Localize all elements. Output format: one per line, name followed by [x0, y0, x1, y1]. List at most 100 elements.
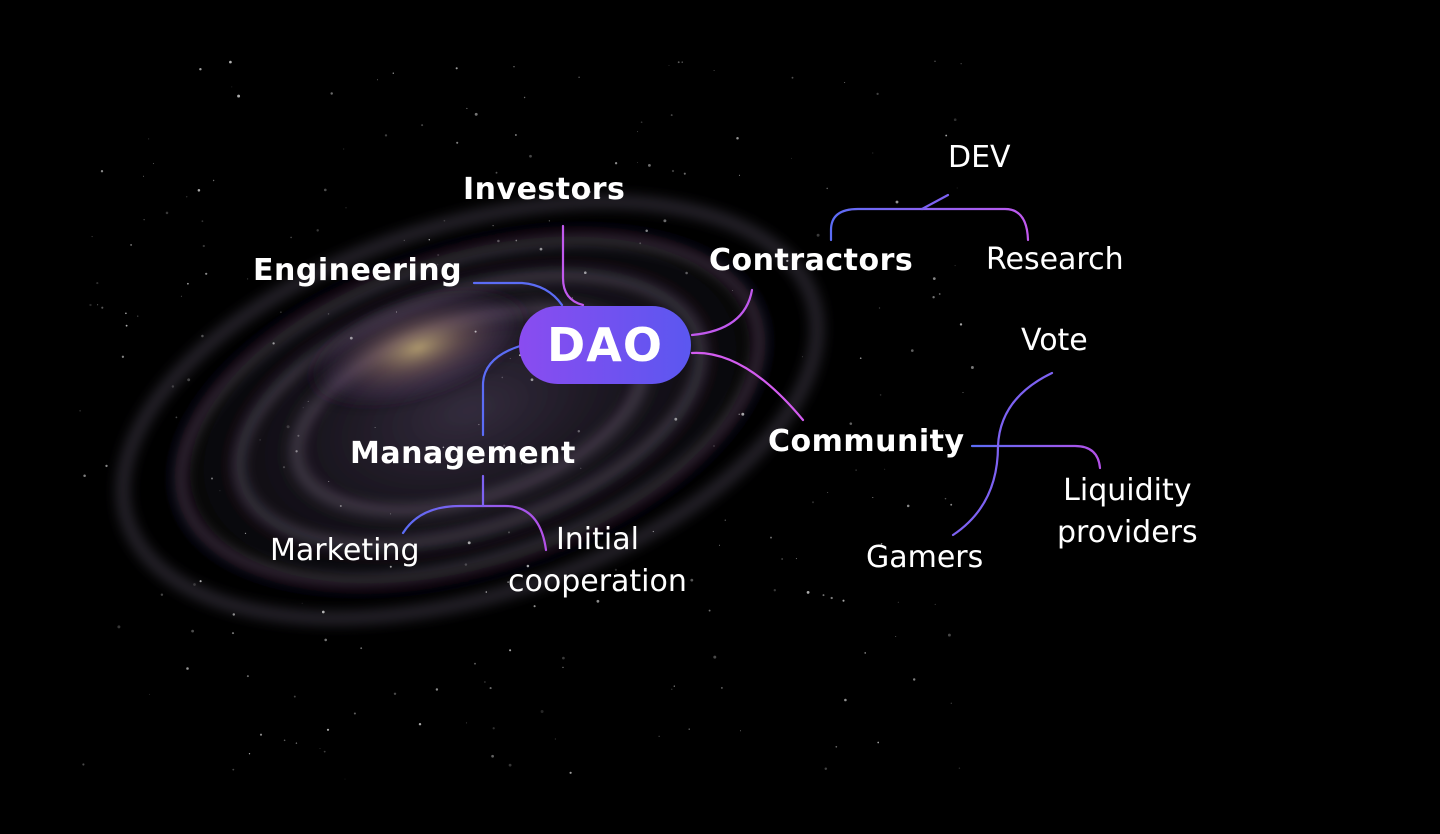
star — [880, 543, 883, 545]
star — [201, 220, 204, 223]
star — [456, 141, 459, 144]
star — [554, 738, 556, 740]
star — [484, 681, 486, 683]
star — [497, 239, 500, 243]
star — [508, 763, 512, 767]
star — [100, 170, 104, 173]
star — [501, 376, 504, 379]
star — [389, 565, 392, 568]
star — [910, 349, 914, 352]
star — [187, 282, 189, 285]
star — [508, 531, 510, 534]
star — [89, 303, 92, 307]
star — [738, 174, 741, 176]
star — [540, 710, 544, 713]
link-vote-gamers — [951, 371, 1054, 537]
star — [956, 187, 958, 189]
star — [143, 219, 145, 221]
gamers-label: Gamers — [866, 540, 984, 575]
star — [316, 229, 319, 232]
star — [295, 742, 298, 744]
link-contractors — [690, 288, 754, 337]
star — [614, 162, 618, 165]
star — [148, 693, 150, 695]
star — [934, 60, 936, 63]
link-dev — [920, 193, 950, 211]
star — [125, 312, 127, 315]
star — [489, 457, 492, 460]
star — [801, 356, 803, 358]
star — [360, 647, 363, 650]
star — [770, 536, 772, 539]
star — [781, 558, 783, 560]
star — [125, 324, 128, 327]
star — [943, 429, 944, 431]
engineering-label: Engineering — [253, 253, 463, 288]
star — [339, 505, 342, 507]
star — [503, 444, 506, 447]
star — [175, 416, 178, 419]
initial-cooperation-label: Initial cooperation — [508, 522, 687, 599]
star — [244, 532, 247, 535]
star — [232, 613, 236, 616]
star — [349, 336, 353, 340]
star — [822, 594, 825, 597]
star — [562, 666, 564, 669]
star — [719, 544, 720, 546]
star — [514, 134, 517, 136]
star — [489, 687, 492, 690]
star — [492, 224, 494, 227]
star — [435, 688, 439, 691]
star — [491, 754, 494, 758]
star — [637, 131, 639, 133]
star — [302, 407, 304, 409]
star — [197, 189, 201, 192]
investors-label: Investors — [463, 172, 626, 207]
star — [353, 712, 356, 715]
star — [193, 583, 196, 586]
star — [286, 425, 290, 429]
star — [884, 468, 886, 470]
star — [117, 625, 121, 629]
star — [201, 334, 204, 338]
star — [731, 289, 733, 291]
vote-label: Vote — [1021, 323, 1088, 358]
star — [229, 60, 232, 64]
star — [812, 501, 814, 504]
star — [713, 445, 715, 447]
link-community — [690, 351, 805, 422]
star — [509, 358, 511, 360]
star — [648, 164, 651, 167]
star — [165, 211, 169, 215]
star — [773, 589, 776, 592]
star — [91, 236, 93, 238]
star — [958, 767, 961, 769]
star — [677, 61, 680, 64]
star — [205, 272, 208, 275]
star — [282, 466, 286, 469]
star — [199, 580, 202, 583]
star — [597, 196, 601, 199]
star — [950, 503, 953, 506]
star — [790, 157, 793, 159]
star — [280, 311, 282, 313]
star — [79, 409, 81, 412]
star — [786, 259, 789, 263]
star — [736, 136, 739, 140]
star — [529, 154, 532, 158]
star — [326, 728, 330, 731]
star — [932, 277, 936, 280]
star — [658, 735, 660, 737]
star — [272, 342, 275, 345]
star — [671, 169, 675, 173]
star — [652, 530, 654, 533]
star — [690, 578, 694, 582]
star — [185, 196, 188, 198]
star — [713, 655, 717, 659]
star — [295, 450, 298, 453]
star — [259, 439, 261, 441]
star — [507, 581, 509, 583]
